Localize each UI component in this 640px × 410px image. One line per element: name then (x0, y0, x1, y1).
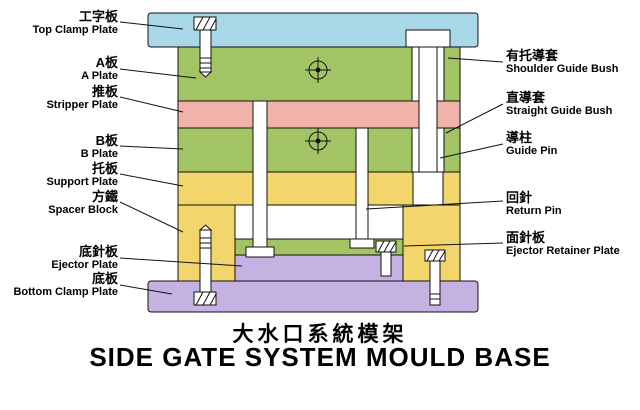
label-straight-guide-bush-en: Straight Guide Bush (506, 105, 613, 118)
bottom-screw-head (193, 291, 217, 306)
top-screw-head (193, 16, 217, 31)
label-a-plate-cn: A板 (95, 55, 118, 70)
label-top-clamp-plate: 工字板 Top Clamp Plate (0, 9, 118, 37)
leader-shoulder-guide-bush (447, 57, 504, 63)
right-lower-screw (424, 249, 446, 306)
label-shoulder-guide-bush-cn: 有托導套 (506, 48, 559, 63)
shoulder-guide-bush-flange (405, 29, 451, 48)
label-ejector-retainer-plate-en: Ejector Retainer Plate (506, 245, 620, 258)
leader-bottom-clamp-plate (119, 284, 173, 295)
top-screw (193, 16, 217, 78)
guide-column (405, 29, 451, 206)
leader-lines (119, 21, 504, 295)
label-guide-pin-en: Guide Pin (506, 145, 558, 158)
label-bottom-clamp-plate: 底板 Bottom Clamp Plate (0, 271, 118, 299)
label-support-plate-cn: 托板 (91, 161, 118, 176)
label-a-plate: A板 A Plate (0, 55, 118, 83)
label-ejector-plate-en: Ejector Plate (51, 259, 118, 272)
leader-ejector-plate (119, 257, 243, 267)
screw-hole-icon-a-plate (305, 57, 331, 83)
leader-support-plate (119, 173, 184, 187)
label-ejector-retainer-plate-cn: 面針板 (506, 230, 546, 245)
leader-stripper-plate (119, 96, 184, 113)
top-screw-tip (198, 71, 213, 78)
label-ejector-plate-cn: 底針板 (78, 244, 118, 259)
label-b-plate: B板 B Plate (0, 133, 118, 161)
bottom-screw-tip (198, 224, 213, 231)
leader-top-clamp-plate (119, 21, 184, 30)
label-ejector-plate: 底針板 Ejector Plate (0, 244, 118, 272)
bottom-screw (193, 224, 217, 306)
diagram-title-chinese: 大水口系統模架 (232, 323, 408, 346)
label-top-clamp-plate-cn: 工字板 (78, 9, 118, 24)
label-a-plate-en: A Plate (81, 70, 118, 83)
label-return-pin: 回針 Return Pin (506, 190, 640, 218)
label-guide-pin: 導柱 Guide Pin (506, 130, 640, 158)
right-lower-screw-shaft (429, 260, 441, 306)
label-spacer-block-cn: 方鐵 (91, 189, 118, 204)
ejector-plate-screw (375, 240, 397, 277)
return-pin-shape (349, 127, 375, 249)
label-shoulder-guide-bush-en: Shoulder Guide Bush (506, 63, 619, 76)
label-return-pin-en: Return Pin (506, 205, 562, 218)
label-ejector-retainer-plate: 面針板 Ejector Retainer Plate (506, 230, 640, 258)
return-pin-shaft (355, 127, 369, 240)
bottom-clamp-plate-shape (147, 280, 479, 313)
stripper-plate-shape (177, 100, 461, 129)
ejector-plate-screw-shaft (380, 251, 392, 277)
screw-hole-icon-b-plate (305, 128, 331, 154)
label-stripper-plate-en: Stripper Plate (46, 99, 118, 112)
label-return-pin-cn: 回針 (506, 190, 533, 205)
label-support-plate: 托板 Support Plate (0, 161, 118, 189)
label-spacer-block: 方鐵 Spacer Block (0, 189, 118, 217)
leader-b-plate (119, 145, 184, 150)
bottom-screw-shaft (199, 229, 212, 293)
label-spacer-block-en: Spacer Block (48, 204, 118, 217)
leader-ejector-retainer-plate (403, 242, 504, 247)
label-stripper-plate-cn: 推板 (91, 84, 118, 99)
ejector-rod-head (245, 246, 275, 258)
top-screw-shaft (199, 29, 212, 73)
label-support-plate-en: Support Plate (46, 176, 118, 189)
leader-spacer-block (119, 201, 184, 233)
label-stripper-plate: 推板 Stripper Plate (0, 84, 118, 112)
label-straight-guide-bush-cn: 直導套 (506, 90, 546, 105)
leader-a-plate (119, 68, 197, 79)
centre-ejector-rod (245, 100, 275, 258)
label-guide-pin-cn: 導柱 (506, 130, 533, 145)
label-shoulder-guide-bush: 有托導套 Shoulder Guide Bush (506, 48, 640, 76)
label-top-clamp-plate-en: Top Clamp Plate (32, 24, 118, 37)
leader-straight-guide-bush (445, 103, 504, 134)
label-b-plate-en: B Plate (80, 148, 118, 161)
return-pin-head (349, 238, 375, 249)
label-bottom-clamp-plate-cn: 底板 (91, 271, 118, 286)
guide-pin-shaft (418, 46, 438, 173)
leader-guide-pin (439, 143, 504, 159)
diagram-title-english: SIDE GATE SYSTEM MOULD BASE (89, 342, 551, 372)
label-bottom-clamp-plate-en: Bottom Clamp Plate (13, 286, 118, 299)
guide-pin-head (412, 171, 444, 206)
ejector-plate-shape (234, 254, 404, 282)
ejector-rod-shaft (252, 100, 268, 248)
label-straight-guide-bush: 直導套 Straight Guide Bush (506, 90, 640, 118)
leader-return-pin (365, 200, 504, 210)
label-b-plate-cn: B板 (95, 133, 118, 148)
